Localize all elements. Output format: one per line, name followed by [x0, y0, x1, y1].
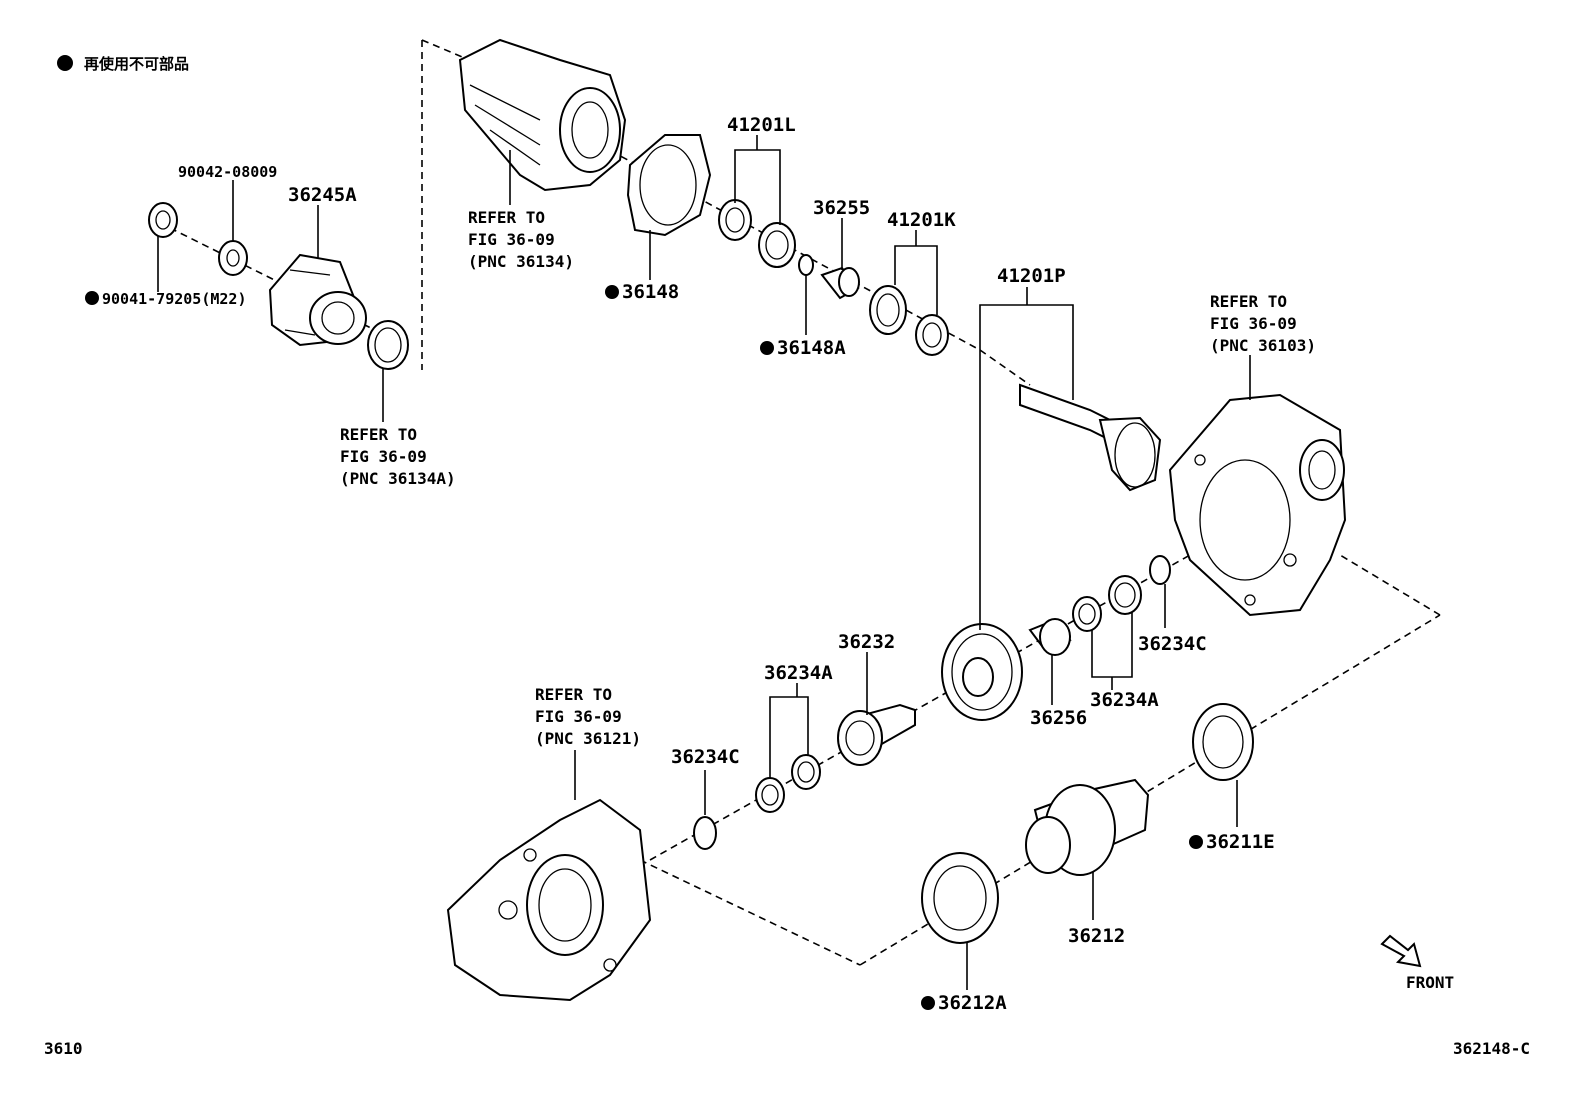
svg-text:(PNC 36103): (PNC 36103) [1210, 336, 1316, 355]
housing-36134 [458, 38, 627, 192]
label-36255: 36255 [813, 197, 870, 219]
non-reusable-bullet-icon [1189, 835, 1203, 849]
legend-text: 再使用不可部品 [84, 55, 189, 73]
label-41201P: 41201P [997, 265, 1066, 287]
ring-36234C-upper [1149, 555, 1171, 585]
legend: 再使用不可部品 [57, 55, 189, 73]
label-41201K: 41201K [887, 209, 956, 231]
svg-text:(PNC 36134): (PNC 36134) [468, 252, 574, 271]
label-36232: 36232 [838, 631, 895, 653]
svg-text:(PNC 36134A): (PNC 36134A) [340, 469, 456, 488]
label-36256: 36256 [1030, 707, 1087, 729]
washer-90042 [218, 240, 248, 276]
spacer-36255 [820, 266, 860, 300]
seal-36134A [367, 320, 409, 370]
bearing-36211E [1192, 703, 1254, 781]
bearing-36234A-upper [1072, 575, 1142, 632]
shaft-36232 [837, 703, 916, 766]
svg-text:REFER TO: REFER TO [468, 208, 545, 227]
non-reusable-bullet-icon [85, 291, 99, 305]
label-36148: 36148 [622, 281, 679, 303]
ring-36148A [798, 254, 814, 276]
nut-90041 [148, 202, 178, 238]
label-36211E: 36211E [1206, 831, 1275, 853]
non-reusable-bullet-icon [760, 341, 774, 355]
pinion-shaft-41201P [1019, 383, 1162, 492]
svg-text:REFER TO: REFER TO [535, 685, 612, 704]
label-41201L: 41201L [727, 114, 796, 136]
illustration-code: 362148-C [1453, 1039, 1530, 1058]
non-reusable-bullet-icon [921, 996, 935, 1010]
front-indicator: FRONT [1380, 934, 1454, 992]
svg-text:FIG 36-09: FIG 36-09 [535, 707, 622, 726]
svg-text:(PNC 36121): (PNC 36121) [535, 729, 641, 748]
label-36245A: 36245A [288, 184, 357, 206]
label-36234C-lower: 36234C [671, 746, 740, 768]
front-arrow-icon [1380, 934, 1422, 968]
gear-36232-driven [941, 623, 1023, 721]
svg-text:REFER TO: REFER TO [1210, 292, 1287, 311]
svg-text:FIG 36-09: FIG 36-09 [1210, 314, 1297, 333]
non-reusable-bullet-icon [605, 285, 619, 299]
bearing-36234A-lower [755, 754, 821, 813]
housing-36121 [446, 798, 652, 1002]
leader-lines [157, 135, 1251, 990]
label-90042-08009: 90042-08009 [178, 163, 277, 181]
part-labels: 90042-08009 36245A 90041-79205(M22) 4120… [85, 114, 1275, 1014]
housing-36103 [1168, 393, 1347, 617]
ring-36234C-lower [693, 816, 717, 850]
label-36148A: 36148A [777, 337, 846, 359]
label-36212A: 36212A [938, 992, 1007, 1014]
bearing-36212A [921, 852, 999, 944]
spacer-36256 [1028, 618, 1072, 656]
svg-text:FIG 36-09: FIG 36-09 [468, 230, 555, 249]
refer-36121: REFER TO FIG 36-09 (PNC 36121) [535, 685, 641, 748]
label-90041-79205: 90041-79205(M22) [102, 290, 247, 308]
label-36234A-lower: 36234A [764, 662, 833, 684]
svg-text:FIG 36-09: FIG 36-09 [340, 447, 427, 466]
flange-36245A [268, 253, 367, 347]
gasket-36148 [626, 134, 712, 237]
bearing-41201L [718, 199, 796, 268]
figure-number: 3610 [44, 1039, 83, 1058]
refer-36134: REFER TO FIG 36-09 (PNC 36134) [468, 208, 574, 271]
svg-text:REFER TO: REFER TO [340, 425, 417, 444]
bearing-41201K [869, 285, 949, 356]
front-label: FRONT [1406, 973, 1454, 992]
non-reusable-bullet-icon [57, 55, 73, 71]
gear-36212 [1025, 778, 1150, 876]
refer-36103: REFER TO FIG 36-09 (PNC 36103) [1210, 292, 1316, 355]
refer-36134A: REFER TO FIG 36-09 (PNC 36134A) [340, 425, 456, 488]
label-36212: 36212 [1068, 925, 1125, 947]
label-36234C-upper: 36234C [1138, 633, 1207, 655]
label-36234A-upper: 36234A [1090, 689, 1159, 711]
